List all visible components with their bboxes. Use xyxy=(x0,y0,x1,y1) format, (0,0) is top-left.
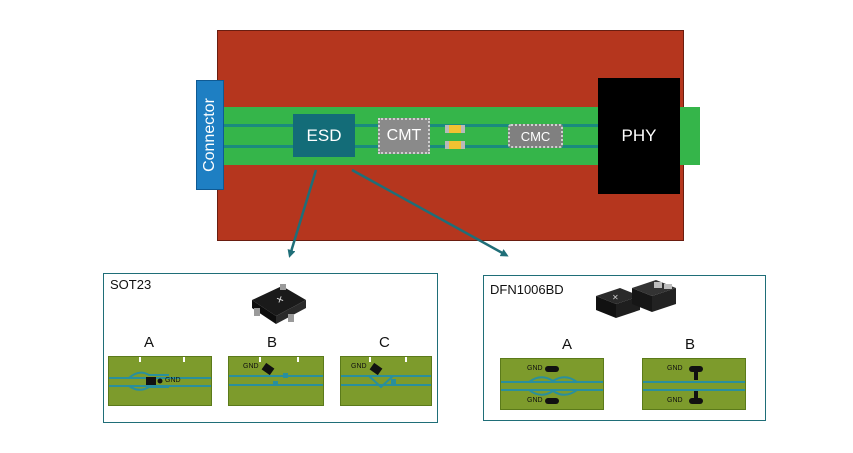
esd-block: ESD xyxy=(293,114,355,157)
dfn1006bd-panel: DFN1006BD ✕ A B GND GND GN xyxy=(483,275,766,421)
sot23-layout-b: GND xyxy=(228,356,324,406)
dfn1006bd-a-gnd-bottom: GND xyxy=(527,397,543,404)
svg-text:✕: ✕ xyxy=(275,294,286,306)
sot23-variant-b-label: B xyxy=(267,334,278,351)
sot23-c-gnd-label: GND xyxy=(351,363,367,370)
arrow-to-dfn1006bd xyxy=(351,168,509,257)
cmc-block: CMC xyxy=(508,124,563,148)
phy-label: PHY xyxy=(621,126,657,145)
esd-label: ESD xyxy=(306,125,342,145)
cmc-label: CMC xyxy=(520,128,551,144)
arrow-to-sot23 xyxy=(287,169,318,258)
capacitor-lower xyxy=(445,141,465,149)
sot23-package-icon: ✕ xyxy=(252,284,306,324)
sot23-b-gnd-label: GND xyxy=(243,363,259,370)
sot23-variant-c-label: C xyxy=(379,334,390,351)
dfn1006bd-variant-b-label: B xyxy=(685,336,696,353)
dfn1006bd-b-gnd-bottom: GND xyxy=(667,397,683,404)
svg-text:✕: ✕ xyxy=(612,293,619,302)
sot23-a-gnd-label: GND xyxy=(165,377,181,384)
sot23-layout-c: GND xyxy=(340,356,432,406)
cmt-label: CMT xyxy=(386,127,422,144)
sot23-variant-a-label: A xyxy=(144,334,155,351)
capacitor-upper xyxy=(445,125,465,133)
sot23-title: SOT23 xyxy=(110,277,152,292)
dfn1006bd-layout-a: GND GND xyxy=(500,358,604,410)
dfn1006bd-package-icon: ✕ xyxy=(596,280,676,318)
dfn1006bd-variant-a-label: A xyxy=(562,336,573,353)
phy-block: PHY xyxy=(598,78,680,194)
sot23-layout-a: GND xyxy=(108,356,212,406)
cmt-block: CMT xyxy=(378,118,430,154)
dfn1006bd-a-gnd-top: GND xyxy=(527,365,543,372)
dfn1006bd-layout-b: GND GND xyxy=(642,358,746,410)
dfn1006bd-b-gnd-top: GND xyxy=(667,365,683,372)
dfn1006bd-title: DFN1006BD xyxy=(490,282,564,297)
sot23-panel: SOT23 ✕ A B C GND GND xyxy=(103,273,438,423)
connector-block: Connector xyxy=(196,80,224,190)
